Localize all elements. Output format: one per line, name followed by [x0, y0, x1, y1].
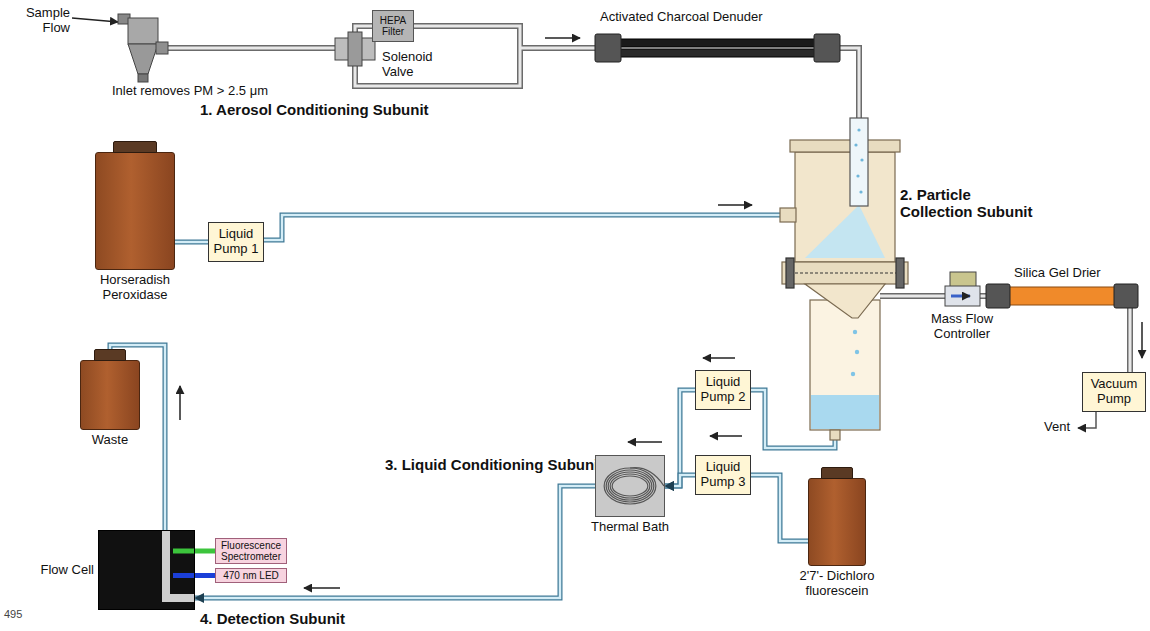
flow-cell: Flow Cell — [98, 530, 195, 610]
solenoid-valve — [335, 32, 375, 66]
mass-flow-controller — [945, 272, 980, 306]
pump-box: Liquid Pump 2 — [695, 370, 751, 410]
bottle-cap — [113, 141, 157, 153]
silica-gel-drier — [986, 284, 1138, 308]
arrow-head — [195, 598, 560, 599]
tube-core — [751, 475, 808, 541]
arrow-head — [665, 486, 680, 487]
flow-arrow — [628, 441, 662, 443]
tube-wall — [751, 475, 808, 541]
liquid-tube-core — [262, 215, 835, 448]
reagent-bottle: 2'7'- Dichloro fluorescein — [808, 478, 866, 566]
tube-core — [665, 475, 695, 486]
part-label: Mass Flow Controller — [922, 312, 1002, 342]
subunit-heading: 1. Aerosol Conditioning Subunit — [200, 101, 429, 118]
fiber-path — [195, 573, 215, 578]
pump-box: Liquid Pump 1 — [208, 222, 264, 262]
optical-fiber — [195, 551, 215, 552]
subunit-heading: 2. Particle Collection Subunit — [900, 186, 1040, 221]
part-label: Thermal Bath — [580, 520, 680, 535]
part-label: Inlet removes PM > 2.5 μm — [112, 84, 268, 99]
flow-arrow — [179, 386, 181, 420]
liquid-tube — [195, 486, 595, 598]
liquid-tube — [751, 475, 808, 541]
part-label: Horseradish Peroxidase — [75, 273, 195, 303]
box-label: HEPA Filter — [377, 15, 409, 38]
led-box: 470 nm LED — [215, 568, 287, 583]
waste-bottle: Waste — [80, 360, 140, 430]
part-label: Waste — [75, 433, 145, 448]
box-label: Fluorescence Spectrometer — [219, 540, 283, 562]
spectrometer-box: Fluorescence Spectrometer — [215, 538, 287, 564]
flow-arrow — [710, 435, 742, 437]
hepa-filter-box: HEPA Filter — [372, 10, 414, 42]
vent-line — [1078, 410, 1096, 428]
optical-fiber — [195, 575, 215, 576]
flow-channel — [99, 531, 194, 609]
coil-symbol — [596, 456, 664, 516]
tube-wall — [665, 390, 695, 486]
subunit-heading: 4. Detection Subunit — [200, 610, 345, 627]
part-label: Silica Gel Drier — [1014, 266, 1101, 281]
box-label: Vacuum Pump — [1087, 377, 1141, 407]
reagent-bottle: Horseradish Peroxidase — [95, 152, 175, 270]
flow-arrow — [545, 37, 580, 39]
thermal-bath: Thermal Bath — [595, 455, 665, 517]
tube-core — [195, 486, 595, 598]
flow-arrow — [703, 357, 735, 359]
tube-wall — [665, 475, 695, 486]
box-label: Liquid Pump 1 — [213, 227, 259, 257]
charcoal-denuder — [595, 34, 840, 62]
part-label: 2'7'- Dichloro fluorescein — [782, 569, 892, 599]
box-label: Liquid Pump 2 — [700, 375, 746, 405]
part-label: Vent — [1044, 420, 1070, 435]
air-tube — [165, 26, 1130, 372]
bottle-cap — [821, 467, 852, 479]
pm-inlet — [118, 14, 168, 82]
flow-arrow — [304, 587, 340, 589]
liquid-tube — [665, 390, 695, 486]
part-label: Flow Cell — [41, 563, 94, 578]
pump-box: Vacuum Pump — [1082, 372, 1146, 412]
liquid-tube — [175, 242, 208, 243]
pump-box: Liquid Pump 3 — [695, 455, 751, 495]
tube-core — [665, 390, 695, 486]
flow-arrow — [1141, 322, 1143, 358]
particle-collector — [780, 118, 908, 440]
fiber-path — [195, 549, 215, 554]
liquid-tube — [665, 475, 695, 486]
part-label: Solenoid Valve — [382, 50, 444, 80]
part-label: Activated Charcoal Denuder — [600, 10, 763, 25]
flow-arrow — [72, 18, 118, 22]
subunit-heading: 3. Liquid Conditioning Subunit — [385, 456, 603, 473]
part-label: 495 — [4, 608, 22, 621]
liquid-tube — [262, 215, 835, 448]
box-label: Liquid Pump 3 — [700, 460, 746, 490]
box-label: 470 nm LED — [223, 570, 279, 581]
tube-wall — [195, 486, 595, 598]
air-tube-core — [165, 26, 1130, 372]
bottle-cap — [94, 349, 126, 361]
tube-wall — [175, 240, 208, 245]
flow-arrow — [718, 204, 752, 206]
part-label: Sample Flow — [8, 6, 70, 36]
tube-core — [175, 241, 208, 244]
